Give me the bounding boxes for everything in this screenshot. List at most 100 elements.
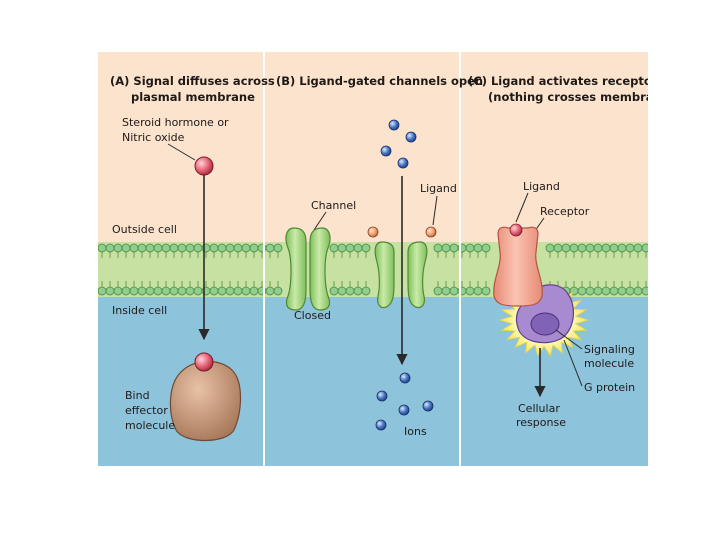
lipid-head: [361, 286, 371, 296]
channel-label: Channel: [311, 199, 356, 212]
lipid-head: [98, 286, 107, 296]
panel-b-title: (B) Ligand-gated channels open: [276, 74, 483, 88]
lipid-head: [473, 243, 483, 253]
lipid-head: [577, 286, 587, 296]
ion-icon: [376, 390, 388, 402]
lipid-head: [609, 243, 619, 253]
lipid-head: [345, 243, 355, 253]
channel-pointer: [313, 211, 327, 231]
bind-label-line1: Bind: [125, 389, 150, 402]
lipid-head: [633, 243, 643, 253]
lipid-head: [249, 286, 259, 296]
lipid-head: [161, 286, 171, 296]
ligand-label-c: Ligand: [523, 180, 560, 193]
lipid-head: [441, 243, 451, 253]
lipid-head: [233, 286, 243, 296]
lipid-head: [601, 286, 611, 296]
lipid-head: [449, 286, 459, 296]
lipid-head: [241, 243, 251, 253]
lipid-head: [481, 243, 491, 253]
g-protein-pointer: [563, 339, 583, 387]
lipid-head: [473, 286, 483, 296]
lipid-head: [105, 286, 115, 296]
lipid-head: [617, 286, 627, 296]
receptor-icon: [493, 226, 543, 307]
signaling-diagram: (A) Signal diffuses across plasmal membr…: [98, 52, 648, 466]
lipid-head: [345, 286, 355, 296]
lipid-head: [441, 286, 451, 296]
lipid-head: [593, 243, 603, 253]
steroid-pointer: [167, 143, 196, 161]
lipid-head: [225, 243, 235, 253]
lipid-head: [137, 286, 147, 296]
lipid-head: [153, 243, 163, 253]
lipid-head: [585, 243, 595, 253]
channel-ligand-icon: [367, 226, 379, 238]
panel-a-title-line2: plasmal membrane: [131, 90, 255, 104]
ligand-pointer-c: [515, 192, 529, 223]
lipid-head: [121, 243, 131, 253]
lipid-head: [185, 286, 195, 296]
lipid-head: [465, 243, 475, 253]
lipid-head: [241, 286, 251, 296]
lipid-head: [641, 243, 648, 253]
steroid-label-line1: Steroid hormone or: [122, 116, 229, 129]
signaling-molecule-icon: [530, 312, 560, 336]
lipid-head: [617, 243, 627, 253]
lipid-head: [609, 286, 619, 296]
lipid-head: [137, 243, 147, 253]
closed-label: Closed: [294, 309, 331, 322]
lipid-head: [353, 243, 363, 253]
ligand-pointer-b: [432, 195, 438, 226]
lipid-head: [625, 286, 635, 296]
lipid-head: [217, 243, 227, 253]
lipid-head: [193, 286, 203, 296]
lipid-head: [449, 243, 459, 253]
ion-icon: [405, 131, 417, 143]
lipid-head: [585, 286, 595, 296]
open-channel-left-icon: [374, 241, 395, 309]
lipid-head: [217, 286, 227, 296]
ion-icon: [388, 119, 400, 131]
lipid-head: [433, 243, 443, 253]
lipid-head: [593, 286, 603, 296]
lipid-head: [169, 286, 179, 296]
steroid-label-line2: Nitric oxide: [122, 131, 185, 144]
ligand-label-b: Ligand: [420, 182, 457, 195]
channel-ligand-icon: [425, 226, 437, 238]
lipid-head: [249, 243, 259, 253]
steroid-ligand-icon: [194, 156, 214, 176]
lipid-head: [633, 286, 643, 296]
lipid-head: [129, 243, 139, 253]
lipid-head: [433, 286, 443, 296]
lipid-head: [225, 286, 235, 296]
closed-channel-right-icon: [309, 227, 331, 311]
signaling-label-line2: molecule: [584, 357, 634, 370]
outside-cell-label: Outside cell: [112, 223, 177, 236]
lipid-head: [265, 243, 275, 253]
lipid-head: [161, 243, 171, 253]
lipid-head: [193, 243, 203, 253]
lipid-head: [98, 243, 107, 253]
lipid-head: [353, 286, 363, 296]
lipid-head: [113, 286, 123, 296]
receptor-ligand-icon: [509, 223, 523, 237]
lipid-head: [265, 286, 275, 296]
ion-icon: [375, 419, 387, 431]
lipid-head: [641, 286, 648, 296]
lipid-head: [185, 243, 195, 253]
lipid-head: [145, 286, 155, 296]
lipid-head: [145, 243, 155, 253]
lipid-head: [337, 243, 347, 253]
lipid-head: [169, 243, 179, 253]
lipid-head: [569, 243, 579, 253]
lipid-head: [553, 243, 563, 253]
g-protein-label: G protein: [584, 381, 635, 394]
lipid-head: [481, 286, 491, 296]
lipid-head: [361, 243, 371, 253]
lipid-head: [545, 243, 555, 253]
lipid-head: [625, 243, 635, 253]
cellular-label-line2: response: [516, 416, 566, 429]
lipid-head: [177, 243, 187, 253]
lipid-head: [329, 243, 339, 253]
